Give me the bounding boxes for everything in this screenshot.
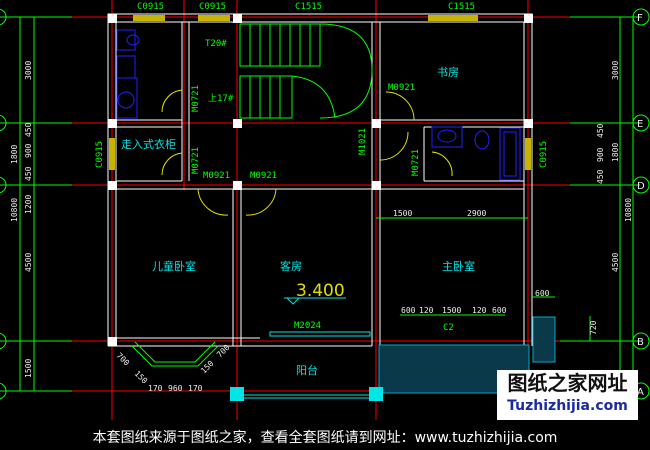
dimension-lines — [0, 16, 640, 392]
axis-label-d: D — [637, 181, 645, 192]
svg-text:2900: 2900 — [467, 209, 486, 218]
axis-label-a: A — [637, 387, 644, 398]
svg-text:720: 720 — [589, 320, 598, 335]
svg-text:170: 170 — [148, 384, 163, 393]
svg-text:1800: 1800 — [611, 143, 620, 162]
door-label: M2024 — [294, 321, 321, 331]
door-label: M0921 — [388, 83, 415, 93]
staircase — [239, 23, 373, 119]
svg-text:1200: 1200 — [24, 195, 33, 214]
axis-label-b: B — [637, 337, 644, 348]
svg-text:3000: 3000 — [24, 61, 33, 80]
stair-down-label: T20# — [205, 39, 227, 49]
stair-up-label: 上17# — [208, 93, 234, 104]
svg-text:1500: 1500 — [442, 306, 461, 315]
svg-text:120: 120 — [419, 306, 434, 315]
svg-text:450: 450 — [24, 122, 33, 137]
bay-window — [131, 341, 219, 367]
window-label: C0915 — [199, 2, 226, 12]
svg-text:600: 600 — [535, 289, 550, 298]
window-label: C0915 — [95, 141, 105, 168]
bathroom-fixtures — [116, 29, 521, 181]
door-label: M0721 — [191, 85, 201, 112]
room-label-balcony: 阳台 — [296, 363, 318, 377]
right-dimensions: 3000 450 900 1800 450 10800 4500 720 600 — [535, 61, 633, 335]
axis-label-e: E — [637, 119, 643, 130]
window-label: C1515 — [295, 2, 322, 12]
svg-text:150: 150 — [133, 369, 150, 386]
window-label: C2 — [443, 323, 454, 333]
svg-text:4500: 4500 — [611, 253, 620, 272]
axis-label-f: F — [637, 13, 643, 24]
door-label: M0721 — [191, 147, 201, 174]
svg-text:120: 120 — [472, 306, 487, 315]
svg-text:3000: 3000 — [611, 61, 620, 80]
door-label: M0921 — [203, 171, 230, 181]
svg-text:10800: 10800 — [624, 198, 633, 222]
svg-text:700: 700 — [215, 343, 232, 360]
elevation-symbol — [284, 297, 346, 305]
svg-text:900: 900 — [24, 143, 33, 158]
left-dimensions: 3000 450 900 1800 450 10800 1200 4500 15… — [10, 61, 33, 378]
watermark: 图纸之家网址 Tuzhizhijia.com — [497, 370, 638, 420]
elevation-label: 3.400 — [296, 281, 345, 301]
door-swings — [161, 89, 453, 216]
svg-text:170: 170 — [188, 384, 203, 393]
columns — [108, 14, 533, 346]
svg-text:1500: 1500 — [24, 359, 33, 378]
svg-text:450: 450 — [596, 169, 605, 184]
svg-text:150: 150 — [199, 359, 216, 376]
window-label: C0915 — [137, 2, 164, 12]
caption: 本套图纸来源于图纸之家，查看全套图纸请到网址：www.tuzhizhijia.c… — [92, 430, 558, 446]
balcony — [230, 316, 556, 401]
svg-text:900: 900 — [596, 147, 605, 162]
svg-text:450: 450 — [596, 123, 605, 138]
window-marks — [109, 15, 531, 170]
svg-text:4500: 4500 — [24, 253, 33, 272]
door-label: M0921 — [250, 171, 277, 181]
svg-text:1800: 1800 — [10, 145, 19, 164]
watermark-url: Tuzhizhijia.com — [507, 398, 628, 414]
window-label: C0915 — [539, 141, 549, 168]
watermark-title: 图纸之家网址 — [507, 371, 628, 395]
axis-labels: F E D B A — [637, 13, 645, 398]
door-label: M0721 — [411, 149, 421, 176]
svg-text:960: 960 — [168, 384, 183, 393]
svg-text:600: 600 — [492, 306, 507, 315]
room-label-guest-room: 客房 — [280, 259, 302, 273]
svg-text:600: 600 — [401, 306, 416, 315]
svg-text:10800: 10800 — [10, 198, 19, 222]
svg-text:700: 700 — [115, 351, 132, 368]
room-label-study: 书房 — [437, 66, 459, 79]
room-label-master-bedroom: 主卧室 — [442, 259, 475, 273]
room-label-closet: 走入式衣柜 — [121, 137, 176, 151]
window-label: C1515 — [448, 2, 475, 12]
svg-text:450: 450 — [24, 166, 33, 181]
svg-text:1500: 1500 — [393, 209, 412, 218]
room-label-kids-bedroom: 儿童卧室 — [152, 259, 196, 273]
door-label: M1021 — [358, 128, 368, 155]
